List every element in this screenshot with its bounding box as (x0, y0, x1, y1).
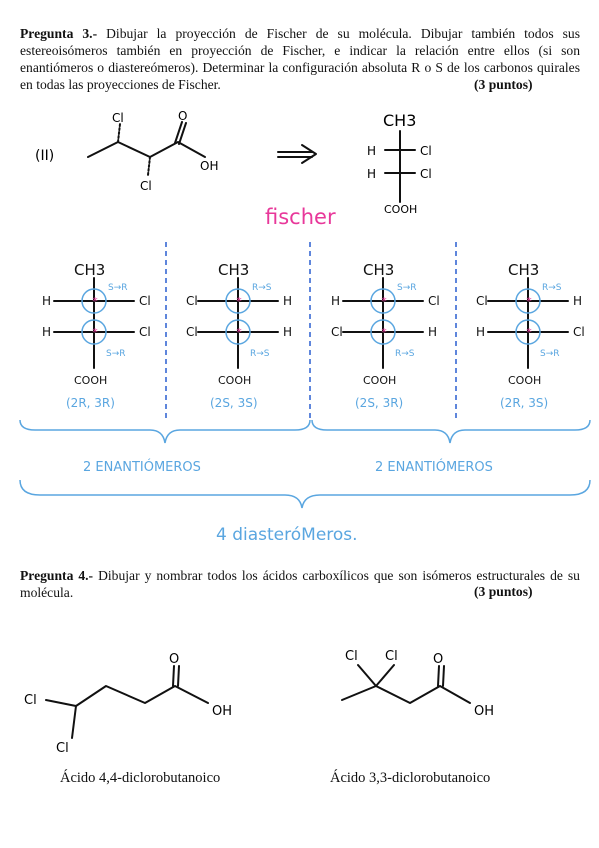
projection-1-r1-left: H (42, 294, 51, 308)
projection-4-circle2 (515, 319, 541, 345)
isomer2-name: Ácido 3,3-diclorobutanoico (330, 770, 491, 786)
projection-1-note1: S→R (108, 283, 128, 293)
projection-2-r2-left: Cl (186, 325, 198, 339)
projection-4-r2-right: Cl (573, 325, 585, 339)
enantiomers-left: 2 ENANTIÓMEROS (83, 459, 201, 475)
arrow-icon (277, 144, 317, 164)
brace-right (311, 419, 591, 444)
brace-left (19, 419, 311, 444)
projection-1-circle2 (81, 319, 107, 345)
fischer-main-left1: H (367, 144, 376, 158)
isomer1-skeleton (45, 685, 209, 707)
projection-4-top: CH3 (508, 261, 539, 279)
o-label: O (178, 109, 187, 123)
fischer-main-left2: H (367, 167, 376, 181)
projection-2-note1: R→S (252, 283, 272, 293)
brace-bottom (19, 479, 591, 509)
projection-1-star2: * (92, 326, 98, 339)
question-3-label: Pregunta 3.- (20, 26, 98, 41)
projection-3-r1-left: H (331, 294, 340, 308)
projection-1-r2-right: Cl (139, 325, 151, 339)
projection-2-bottom: COOH (218, 374, 251, 387)
projection-1-config: (2R, 3R) (66, 396, 115, 410)
projection-2-r1-left: Cl (186, 294, 198, 308)
roman-numeral: (II) (35, 148, 54, 164)
molecule-skeleton (87, 141, 206, 158)
fischer-main-right1: Cl (420, 144, 432, 158)
projection-1-star1: * (92, 295, 98, 308)
projection-2-skeleton (197, 277, 279, 369)
enantiomers-right: 2 ENANTIÓMEROS (375, 459, 493, 475)
isomer2-o: O (433, 652, 443, 667)
projection-3-r2-right: H (428, 325, 437, 339)
projection-3-bottom: COOH (363, 374, 396, 387)
projection-4-config: (2R, 3S) (500, 396, 548, 410)
oh-label: OH (200, 159, 218, 173)
question-3-text: Dibujar la proyección de Fischer de su m… (20, 26, 580, 92)
fischer-word: fischer (265, 205, 336, 229)
projection-2-r2-right: H (283, 325, 292, 339)
question-3: Pregunta 3.- Dibujar la proyección de Fi… (20, 25, 580, 93)
projection-2-circle2 (225, 319, 251, 345)
projection-2-note2: R→S (250, 349, 270, 359)
projection-3-circle2 (370, 319, 396, 345)
projection-3-r2-left: Cl (331, 325, 343, 339)
projection-4-r2-left: H (476, 325, 485, 339)
projection-4-r1-right: H (573, 294, 582, 308)
projection-3-note1: S→R (397, 283, 417, 293)
projection-4-bottom: COOH (508, 374, 541, 387)
isomer2-cl1: Cl (345, 649, 358, 664)
projection-1-top: CH3 (74, 261, 105, 279)
projection-1-note2: S→R (106, 349, 126, 359)
question-4-points: (3 puntos) (474, 584, 533, 599)
projection-1-bottom: COOH (74, 374, 107, 387)
projection-2-circle1 (225, 288, 251, 314)
projection-3-star1: * (381, 295, 387, 308)
cl-label-top: Cl (112, 111, 124, 125)
fischer-main-bottom: COOH (384, 203, 417, 216)
projection-2-top: CH3 (218, 261, 249, 279)
projection-4-note1: R→S (542, 283, 562, 293)
isomer1-cl1: Cl (24, 693, 37, 708)
projection-3-skeleton (342, 277, 424, 369)
projection-1-circle1 (81, 288, 107, 314)
projection-3-top: CH3 (363, 261, 394, 279)
projection-4-note2: S→R (540, 349, 560, 359)
isomer1-cl2: Cl (56, 741, 69, 756)
isomer1-oh: OH (212, 704, 232, 719)
fischer-main-top: CH3 (383, 111, 416, 130)
projection-3-r1-right: Cl (428, 294, 440, 308)
projection-3-star2: * (381, 326, 387, 339)
projection-1-r1-right: Cl (139, 294, 151, 308)
diastereomers-label: 4 diasteróMeros. (216, 525, 358, 545)
question-3-points: (3 puntos) (474, 77, 533, 92)
projection-2-config: (2S, 3S) (210, 396, 258, 410)
projection-3-config: (2S, 3R) (355, 396, 403, 410)
cl-label-bottom: Cl (140, 179, 152, 193)
isomer2-cl2: Cl (385, 649, 398, 664)
isomer2-skeleton (341, 685, 471, 704)
fischer-main-right2: Cl (420, 167, 432, 181)
projection-4-r1-left: Cl (476, 294, 488, 308)
question-4-text: Dibujar y nombrar todos los ácidos carbo… (20, 568, 580, 600)
projection-4-star2: * (526, 326, 532, 339)
projection-4-skeleton (487, 277, 569, 369)
projection-2-star2: * (236, 326, 242, 339)
projection-3-note2: R→S (395, 349, 415, 359)
projection-4-circle1 (515, 288, 541, 314)
question-4: Pregunta 4.- Dibujar y nombrar todos los… (20, 567, 580, 601)
projection-1-r2-left: H (42, 325, 51, 339)
projection-2-r1-right: H (283, 294, 292, 308)
projection-1-skeleton (53, 277, 135, 369)
question-4-label: Pregunta 4.- (20, 568, 94, 583)
projection-2-star1: * (236, 295, 242, 308)
isomer1-o: O (169, 652, 179, 667)
projection-4-star1: * (526, 295, 532, 308)
isomer2-oh: OH (474, 704, 494, 719)
projection-3-circle1 (370, 288, 396, 314)
isomer1-name: Ácido 4,4-diclorobutanoico (60, 770, 221, 786)
